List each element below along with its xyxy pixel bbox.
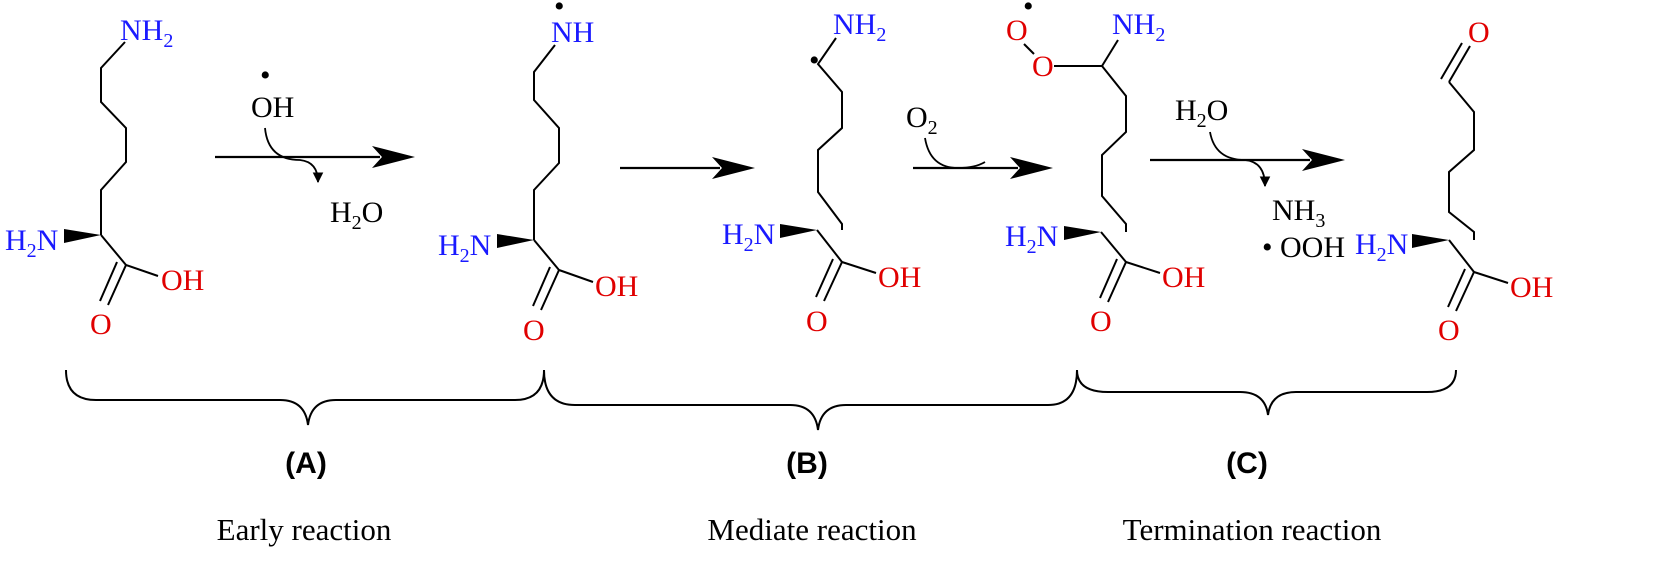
- m3-carbonyl-o: O: [806, 305, 828, 338]
- m1-side-chain: [100, 41, 127, 235]
- step4-reagent-water: H2O: [1175, 94, 1228, 132]
- m3-radical-dot: •: [809, 44, 820, 77]
- m1-alpha-amine: H2N: [5, 224, 58, 262]
- arrow-3-head: [1010, 157, 1053, 179]
- stage-caption-b: Mediate reaction: [707, 512, 917, 547]
- molecule-3: NH2 • H2N O OH: [722, 8, 921, 338]
- molecule-4: • O O NH2 H2N O OH: [1005, 0, 1205, 338]
- step1-radical-dot: •: [260, 59, 271, 92]
- m3-alpha-amine: H2N: [722, 218, 775, 256]
- m5-double-bond-b: [1447, 268, 1466, 308]
- m3-double-bond-b: [815, 258, 834, 298]
- m4-wedge-bond: [1064, 226, 1101, 240]
- molecule-1: NH2 H2N O OH: [5, 14, 204, 341]
- m3-top-amine: NH2: [833, 8, 886, 46]
- m2-top-amine: NH: [551, 16, 594, 49]
- m5-aldehyde-double-a: [1448, 45, 1471, 83]
- stage-label-b: (B): [786, 447, 828, 480]
- m5-side-chain: [1448, 81, 1475, 240]
- m1-bond-c-oh: [125, 264, 159, 277]
- brace-b: [543, 369, 1078, 431]
- m4-hydroxyl: OH: [1162, 261, 1205, 294]
- m2-hydroxyl: OH: [595, 270, 638, 303]
- m2-side-chain: [533, 44, 560, 240]
- m4-bond-ca-c: [1100, 231, 1127, 263]
- m4-double-bond-b: [1099, 258, 1118, 299]
- arrow-2-head: [712, 157, 755, 179]
- reaction-arrow-1: • OH H2O: [215, 59, 415, 234]
- m5-bond-ca-c: [1448, 239, 1475, 273]
- brace-c: [1076, 369, 1457, 416]
- m5-aldehyde-o: O: [1468, 16, 1490, 49]
- m4-double-bond-a: [1107, 261, 1127, 303]
- m5-double-bond-a: [1455, 271, 1475, 312]
- m1-hydroxyl: OH: [161, 264, 204, 297]
- stage-caption-c: Termination reaction: [1123, 512, 1382, 547]
- m2-double-bond-b: [532, 266, 551, 307]
- step1-curved-arrow: [264, 127, 324, 184]
- m4-peroxy-o2: O: [1032, 50, 1054, 83]
- m2-bond-ca-c: [533, 239, 560, 271]
- m4-peroxy-o1: O: [1006, 14, 1028, 47]
- m4-bond-cn: [1101, 39, 1119, 67]
- step4-curved-arrow: [1209, 131, 1271, 188]
- m1-bond-ca-c: [100, 234, 127, 266]
- molecule-2: • NH H2N O OH: [438, 0, 638, 347]
- m1-double-bond-a: [107, 264, 127, 306]
- m5-wedge-bond: [1412, 234, 1449, 248]
- m2-carbonyl-o: O: [523, 314, 545, 347]
- step3-reagent-oxygen: O2: [906, 101, 938, 139]
- m1-top-amine: NH2: [120, 14, 173, 52]
- m3-hydroxyl: OH: [878, 261, 921, 294]
- m5-hydroxyl: OH: [1510, 271, 1553, 304]
- m3-bond-ca-c: [816, 229, 843, 263]
- m2-wedge-bond: [497, 234, 534, 248]
- m3-bond-c-oh: [841, 261, 877, 274]
- m2-bond-c-oh: [558, 269, 594, 283]
- m4-top-amine: NH2: [1112, 8, 1165, 46]
- step4-product-hydroperoxyl: • OOH: [1262, 231, 1345, 264]
- m3-double-bond-a: [823, 261, 843, 302]
- m3-side-chain: [816, 37, 843, 230]
- m4-bond-c-oh: [1125, 261, 1161, 274]
- m2-double-bond-a: [540, 269, 560, 311]
- m1-wedge-bond: [64, 229, 101, 243]
- m1-carbonyl-o: O: [90, 308, 112, 341]
- arrow-1-head: [372, 146, 415, 168]
- reaction-arrow-2: [620, 157, 755, 179]
- molecule-5: O H2N O OH: [1355, 16, 1553, 347]
- m5-carbonyl-o: O: [1438, 314, 1460, 347]
- m5-aldehyde-double-b: [1440, 42, 1463, 80]
- m4-carbonyl-o: O: [1090, 305, 1112, 338]
- m5-alpha-amine: H2N: [1355, 228, 1408, 266]
- m4-bond-oo: [1023, 43, 1035, 55]
- m2-alpha-amine: H2N: [438, 229, 491, 267]
- m5-bond-c-oh: [1473, 271, 1509, 284]
- stage-label-a: (A): [285, 447, 327, 480]
- reaction-arrow-3: O2: [906, 101, 1053, 179]
- step4-product-ammonia: NH3: [1272, 194, 1325, 232]
- reaction-arrow-4: H2O NH3 • OOH: [1150, 94, 1345, 264]
- m2-radical-dot: •: [554, 0, 565, 23]
- step1-product-water: H2O: [330, 196, 383, 234]
- m4-side-chain: [1101, 65, 1127, 232]
- stage-caption-a: Early reaction: [217, 512, 392, 547]
- step1-reagent-oh: OH: [251, 91, 294, 124]
- step3-curved-arrow: [924, 137, 986, 169]
- stage-label-c: (C): [1226, 447, 1268, 480]
- m4-alpha-amine: H2N: [1005, 220, 1058, 258]
- brace-a: [65, 369, 545, 426]
- m1-double-bond-b: [99, 261, 118, 302]
- m4-radical-dot: •: [1023, 0, 1034, 23]
- arrow-4-head: [1302, 149, 1345, 171]
- m3-wedge-bond: [780, 224, 817, 238]
